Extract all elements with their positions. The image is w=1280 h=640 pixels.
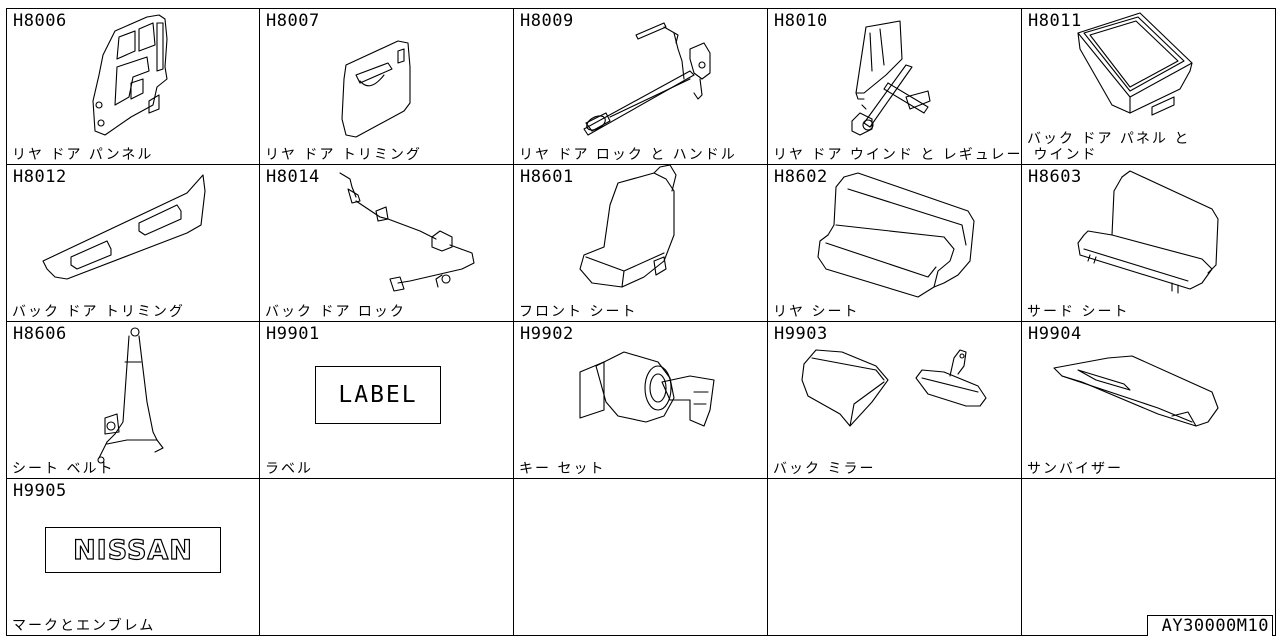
part-cell-H8011[interactable]: H8011 バック ドア パネル と ウインド [1022, 8, 1276, 165]
part-label: ラベル [265, 461, 313, 477]
rear-view-mirror-icon [801, 349, 987, 427]
back-door-trim-icon [42, 174, 206, 280]
label-plate-text: LABEL [338, 382, 418, 408]
nissan-emblem-text: NISSAN [72, 534, 193, 566]
part-code: H8011 [1028, 11, 1082, 31]
part-code: H9903 [774, 324, 828, 344]
part-cell-H8010[interactable]: H8010 リヤ ドア ウインド と レギュレータ [768, 8, 1037, 165]
rear-door-panel-icon [92, 14, 168, 136]
part-cell-H8603[interactable]: H8603 サード シート [1022, 165, 1276, 322]
part-code: H8007 [266, 11, 320, 31]
part-label: バック ドア ロック [265, 304, 406, 320]
part-label: バック ドア トリミング [12, 304, 185, 320]
front-seat-icon [579, 165, 677, 288]
key-set-icon [579, 351, 715, 427]
part-label: フロント シート [519, 304, 638, 320]
part-code: H8606 [13, 324, 67, 344]
rear-door-window-regulator-icon [851, 20, 931, 136]
part-label: バック ドア パネル と ウインド [1027, 131, 1191, 163]
part-code: H9901 [266, 324, 320, 344]
part-code: H8601 [520, 167, 574, 187]
part-code: H9904 [1028, 324, 1082, 344]
rear-seat-icon [817, 172, 975, 298]
part-cell-H8601[interactable]: H8601 フロント シート [514, 165, 768, 322]
part-cell-H8606[interactable]: H8606 シート ベルト [6, 322, 260, 479]
part-label: リヤ ドア ウインド と レギュレータ [773, 147, 1039, 163]
empty-cell [514, 479, 768, 636]
back-door-lock-icon [339, 172, 475, 292]
part-code: H9902 [520, 324, 574, 344]
part-code: H8012 [13, 167, 67, 187]
rear-door-lock-handle-icon [583, 22, 711, 136]
seat-belt-icon [97, 327, 164, 464]
part-cell-H9904[interactable]: H9904 サンバイザー [1022, 322, 1276, 479]
part-label: リヤ ドア ロック と ハンドル [519, 147, 737, 163]
part-label: サード シート [1027, 304, 1130, 320]
part-label: マークとエンブレム [12, 618, 156, 634]
label-plate-icon: LABEL [315, 366, 441, 424]
part-code: H8010 [774, 11, 828, 31]
part-label: キー セット [519, 461, 606, 477]
empty-cell [260, 479, 514, 636]
part-label: リヤ ドア トリミング [265, 147, 422, 163]
part-label: リヤ ドア パンネル [12, 147, 154, 163]
part-code: H8009 [520, 11, 574, 31]
part-cell-H9903[interactable]: H9903 バック ミラー [768, 322, 1022, 479]
part-cell-H8009[interactable]: H8009 リヤ ドア ロック と ハンドル [514, 8, 768, 165]
part-code: H9905 [13, 481, 67, 501]
empty-cell [1022, 479, 1276, 636]
part-code: H8603 [1028, 167, 1082, 187]
part-code: H8014 [266, 167, 320, 187]
part-cell-H9902[interactable]: H9902 キー セット [514, 322, 768, 479]
part-label: サンバイザー [1027, 461, 1123, 477]
part-cell-H8007[interactable]: H8007 リヤ ドア トリミング [260, 8, 514, 165]
part-label: バック ミラー [773, 461, 876, 477]
rear-door-trim-icon [341, 40, 411, 138]
part-code: H8006 [13, 11, 67, 31]
part-cell-H8014[interactable]: H8014 バック ドア ロック [260, 165, 514, 322]
part-cell-H8012[interactable]: H8012 バック ドア トリミング [6, 165, 260, 322]
third-seat-icon [1077, 170, 1219, 294]
part-label: シート ベルト [12, 461, 115, 477]
parts-catalog-grid: H8006 リヤ ドア パンネル H8007 リヤ ドア トリミング H8009 [6, 8, 1276, 636]
part-label: リヤ シート [773, 304, 860, 320]
part-cell-H8602[interactable]: H8602 リヤ シート [768, 165, 1022, 322]
back-door-panel-window-icon [1077, 12, 1193, 116]
sun-visor-icon [1053, 355, 1219, 427]
part-code: H8602 [774, 167, 828, 187]
nissan-emblem-icon: NISSAN [45, 527, 221, 573]
part-cell-H8006[interactable]: H8006 リヤ ドア パンネル [6, 8, 260, 165]
empty-cell [768, 479, 1022, 636]
part-cell-H9901[interactable]: H9901 LABEL ラベル [260, 322, 514, 479]
part-cell-H9905[interactable]: H9905 NISSAN マークとエンブレム [6, 479, 260, 636]
reference-code: AY30000M10 [1146, 615, 1273, 636]
